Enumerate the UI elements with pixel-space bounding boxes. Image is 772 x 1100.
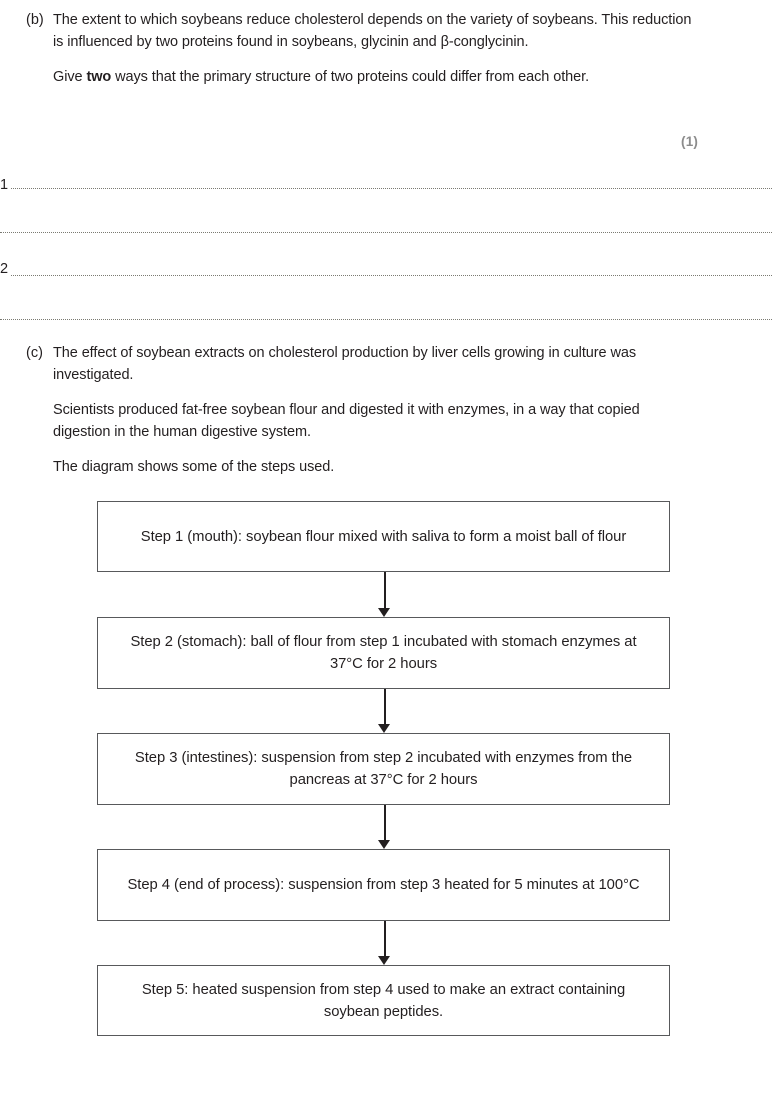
answer-line-1b[interactable] [0, 231, 772, 233]
answer-line-2a[interactable] [11, 274, 772, 276]
flow-arrow-4-to-5-head [377, 956, 390, 965]
flow-arrow-2-to-3-stem [383, 689, 386, 724]
flow-box-step-4-text: Step 4 (end of process): suspension from… [127, 877, 640, 893]
flow-box-step-3: Step 3 (intestines): suspension from ste… [97, 733, 670, 805]
flow-box-step-3-text: Step 3 (intestines): suspension from ste… [134, 750, 633, 788]
flow-arrow-2-to-3-head [377, 724, 390, 733]
marks-allocation-b: (1) [681, 134, 699, 149]
part-c-letter: (c) [26, 345, 43, 361]
part-b-paragraph-1: The extent to which soybeans reduce chol… [53, 12, 692, 50]
part-b-paragraph-2-prefix: Give [53, 69, 87, 85]
flow-arrow-2-to-3 [97, 689, 670, 733]
flow-box-step-5: Step 5: heated suspension from step 4 us… [97, 965, 670, 1036]
flow-arrow-1-to-2-stem [383, 572, 386, 608]
digestion-steps-flowchart: Step 1 (mouth): soybean flour mixed with… [97, 501, 670, 1036]
question-part-b: (b) The extent to which soybeans reduce … [26, 10, 698, 89]
flow-box-step-1-text: Step 1 (mouth): soybean flour mixed with… [140, 528, 627, 545]
part-b-letter: (b) [26, 12, 44, 28]
part-b-body: The extent to which soybeans reduce chol… [53, 10, 698, 89]
flow-arrow-1-to-2 [97, 572, 670, 617]
answer-number-1: 1 [0, 177, 9, 193]
part-b-paragraph-2-emphasis: two [86, 69, 112, 85]
flow-box-step-2-text: Step 2 (stomach): ball of flour from ste… [130, 634, 637, 672]
flow-arrow-3-to-4 [97, 805, 670, 849]
part-b-paragraph-2-suffix: ways that the primary structure of two p… [111, 69, 590, 85]
flow-box-step-2: Step 2 (stomach): ball of flour from ste… [97, 617, 670, 689]
part-b-paragraph-2: Give two ways that the primary structure… [53, 67, 698, 89]
flow-arrow-4-to-5 [97, 921, 670, 965]
flow-arrow-3-to-4-stem [383, 805, 386, 840]
flow-arrow-1-to-2-head [377, 608, 390, 617]
part-c-paragraph-3: The diagram shows some of the steps used… [53, 459, 335, 475]
part-c-paragraph-2: Scientists produced fat-free soybean flo… [53, 402, 640, 440]
answer-line-2b[interactable] [0, 318, 772, 320]
flow-box-step-5-text: Step 5: heated suspension from step 4 us… [141, 981, 626, 1020]
answer-line-1a[interactable] [11, 187, 772, 189]
flow-box-step-4: Step 4 (end of process): suspension from… [97, 849, 670, 921]
part-c-paragraph-1: The effect of soybean extracts on choles… [53, 345, 636, 383]
question-part-c: (c) The effect of soybean extracts on ch… [26, 343, 698, 479]
flow-arrow-4-to-5-stem [383, 921, 386, 956]
part-c-body: The effect of soybean extracts on choles… [53, 343, 698, 479]
answer-number-2: 2 [0, 261, 9, 277]
flow-arrow-3-to-4-head [377, 840, 390, 849]
flow-box-step-1: Step 1 (mouth): soybean flour mixed with… [97, 501, 670, 572]
